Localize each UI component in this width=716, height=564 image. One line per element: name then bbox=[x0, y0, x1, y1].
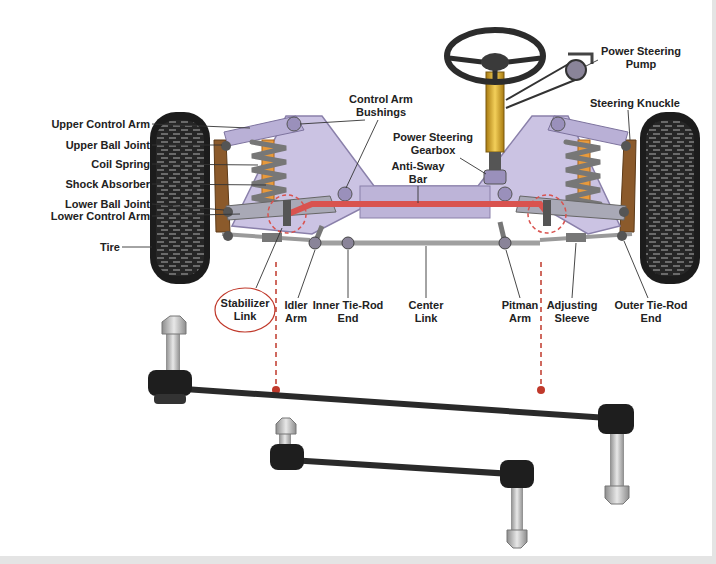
part-label: Lower Control Arm bbox=[10, 210, 150, 223]
steering-column bbox=[489, 152, 501, 172]
lower-control-arm bbox=[516, 196, 626, 220]
part-label: Control Arm Bushings bbox=[336, 93, 426, 119]
ball-joint-housing bbox=[154, 394, 186, 404]
leader-line bbox=[624, 241, 648, 298]
pointer-line bbox=[540, 262, 542, 386]
ellipse-outline bbox=[215, 288, 275, 332]
part-label: Pitman Arm bbox=[495, 299, 545, 325]
stabilizer-link-part bbox=[543, 200, 551, 226]
ball-joint bbox=[621, 141, 631, 151]
joint bbox=[309, 237, 321, 249]
joint bbox=[499, 237, 511, 249]
tire-shape bbox=[640, 112, 700, 284]
leader-line bbox=[418, 186, 419, 203]
control-arm-bushing bbox=[338, 187, 352, 201]
joint bbox=[617, 231, 627, 241]
part-label: Lower Ball Joint bbox=[10, 198, 150, 211]
part-label: Stabilizer Link bbox=[214, 297, 276, 323]
hex-nut bbox=[162, 316, 186, 334]
leader-line bbox=[152, 214, 240, 216]
link-rod bbox=[290, 460, 512, 474]
leader-line bbox=[152, 204, 224, 210]
link-rod bbox=[170, 388, 608, 418]
ball-joint-housing bbox=[270, 444, 304, 470]
ball-joint bbox=[221, 141, 231, 151]
leader-line bbox=[426, 246, 427, 298]
highlight-circle bbox=[268, 195, 306, 233]
part-label: Power Steering Gearbox bbox=[385, 131, 481, 157]
pointer-line bbox=[275, 262, 277, 386]
joint bbox=[223, 231, 233, 241]
threaded-stud bbox=[166, 330, 180, 372]
pointer-dot bbox=[537, 386, 545, 394]
leader-lines bbox=[122, 60, 648, 298]
part-label: Upper Control Arm bbox=[10, 118, 150, 131]
page-edge bbox=[0, 556, 716, 564]
leader-line bbox=[460, 158, 486, 174]
ball-joint-housing bbox=[598, 404, 634, 434]
leader-line bbox=[152, 164, 258, 165]
part-label: Tire bbox=[60, 241, 120, 254]
tire-tread bbox=[156, 120, 204, 276]
coil-spring bbox=[252, 142, 286, 204]
threaded-stud bbox=[610, 434, 624, 486]
part-label: Inner Tie-Rod End bbox=[312, 299, 384, 325]
part-label: Adjusting Sleeve bbox=[541, 299, 603, 325]
power-steering-pump bbox=[568, 54, 592, 64]
anti-sway-bar bbox=[288, 204, 548, 214]
leader-line bbox=[572, 243, 576, 298]
leader-line bbox=[586, 60, 598, 66]
ball-joint-housing bbox=[500, 460, 534, 488]
leader-line bbox=[628, 110, 630, 140]
hex-nut bbox=[605, 486, 629, 504]
leader-line bbox=[348, 250, 349, 298]
stabilizer-link-part bbox=[283, 200, 291, 226]
part-label: Outer Tie-Rod End bbox=[614, 299, 688, 325]
leader-line bbox=[256, 228, 282, 288]
control-arm-bushing bbox=[551, 117, 565, 131]
leader-line bbox=[506, 250, 520, 298]
part-label: Power Steering Pump bbox=[593, 45, 689, 71]
part-label: Idler Arm bbox=[276, 299, 316, 325]
leader-line bbox=[122, 247, 152, 248]
threaded-stud bbox=[511, 488, 523, 530]
adjusting-sleeve bbox=[566, 233, 586, 242]
frame-crossmember bbox=[232, 116, 620, 234]
ball-joint bbox=[223, 207, 233, 217]
steering-gearbox bbox=[484, 170, 506, 184]
highlight-ellipse: Stabilizer Link bbox=[214, 287, 276, 333]
leader-line bbox=[298, 250, 315, 298]
hex-nut bbox=[276, 418, 296, 434]
coil-spring bbox=[566, 142, 600, 204]
part-label: Upper Ball Joint bbox=[10, 139, 150, 152]
part-label: Anti-Sway Bar bbox=[386, 160, 450, 186]
hex-nut bbox=[507, 530, 527, 548]
ball-joint-housing bbox=[148, 370, 192, 396]
part-label: Center Link bbox=[401, 299, 451, 325]
highlight-circle bbox=[528, 195, 566, 233]
steering-wheel bbox=[481, 53, 509, 71]
control-arm-bushing bbox=[287, 117, 301, 131]
leader-line bbox=[152, 184, 266, 185]
power-steering-pump bbox=[566, 60, 586, 80]
leader-line bbox=[152, 145, 222, 146]
joint bbox=[342, 237, 354, 249]
tire-shape bbox=[150, 112, 210, 284]
part-label: Steering Knuckle bbox=[590, 97, 715, 110]
tire-tread bbox=[646, 120, 694, 276]
part-label: Coil Spring bbox=[10, 158, 150, 171]
steering-wheel bbox=[447, 30, 543, 82]
ball-joint bbox=[619, 207, 629, 217]
control-arm-bushing bbox=[498, 187, 512, 201]
lower-control-arm bbox=[226, 196, 336, 220]
page-edge bbox=[712, 0, 716, 564]
leader-line bbox=[152, 124, 250, 128]
leader-line bbox=[300, 120, 378, 188]
part-label: Shock Absorber bbox=[10, 178, 150, 191]
